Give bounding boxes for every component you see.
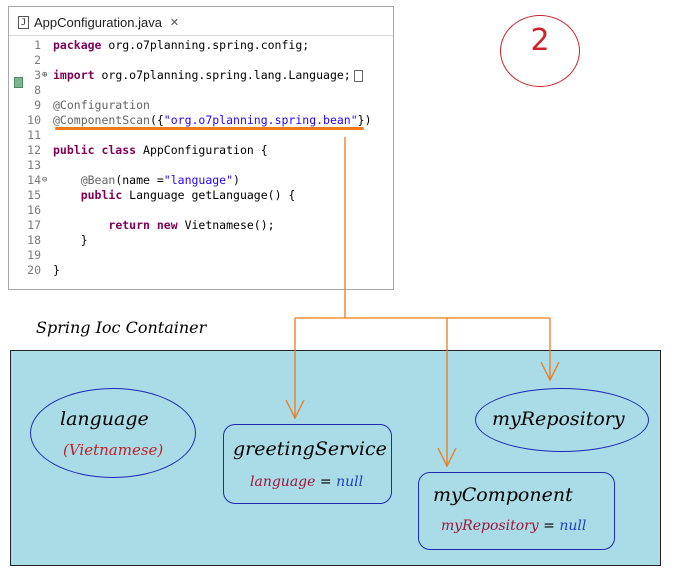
property-name: language: [250, 474, 316, 490]
editor-tab-bar: J AppConfiguration.java ✕: [9, 7, 393, 36]
close-icon[interactable]: ✕: [169, 16, 180, 29]
code-line[interactable]: 10 @ComponentScan({"org.o7planning.spring…: [9, 113, 393, 128]
line-code: return new Vietnamese();: [53, 218, 275, 233]
code-editor: J AppConfiguration.java ✕ 1 package org.o…: [8, 6, 394, 290]
code-token: }: [53, 233, 88, 247]
bean-greeting-service: [223, 424, 392, 504]
line-number: 20: [27, 263, 41, 277]
code-token: }: [53, 263, 60, 277]
line-number: 1: [34, 38, 41, 52]
code-token: @ComponentScan: [53, 113, 150, 127]
line-number: 16: [27, 203, 41, 217]
collapsed-imports-icon[interactable]: [353, 69, 363, 82]
step-number: 2: [530, 23, 550, 58]
line-number: 3: [34, 68, 41, 82]
line-number: 10: [27, 113, 41, 127]
bean-my-component-property: myRepository = null: [441, 518, 586, 534]
code-line[interactable]: 3⊕ import org.o7planning.spring.lang.Lang…: [9, 68, 393, 83]
code-token: AppConfiguration {: [136, 143, 268, 157]
code-token: Language getLanguage() {: [122, 188, 296, 202]
bean-my-repository-name: myRepository: [492, 408, 625, 430]
code-line[interactable]: 8: [9, 83, 393, 98]
code-line[interactable]: 17 return new Vietnamese();: [9, 218, 393, 233]
code-line[interactable]: 19: [9, 248, 393, 263]
code-line[interactable]: 11: [9, 128, 393, 143]
line-code: }: [53, 263, 60, 278]
line-code: public class AppConfiguration {: [53, 143, 268, 158]
code-line[interactable]: 2: [9, 53, 393, 68]
line-code: @ComponentScan({"org.o7planning.spring.b…: [53, 113, 372, 128]
property-equals: =: [315, 474, 337, 490]
bean-language: [30, 388, 196, 478]
code-token: public: [80, 188, 123, 202]
line-code: @Configuration: [53, 98, 150, 113]
expand-fold-icon[interactable]: ⊕: [42, 70, 48, 80]
line-number: 14: [27, 173, 41, 187]
tab-title: AppConfiguration.java: [34, 14, 162, 30]
line-number: 17: [27, 218, 41, 232]
code-line[interactable]: 20}: [9, 263, 393, 278]
code-token: (name =: [115, 173, 164, 187]
step-ellipse: [500, 15, 580, 87]
line-number: 12: [27, 143, 41, 157]
import-marker-icon: [14, 77, 23, 88]
line-number: 15: [27, 188, 41, 202]
tab-app-configuration[interactable]: J AppConfiguration.java ✕: [12, 9, 185, 35]
bean-my-component-name: myComponent: [433, 484, 573, 506]
line-number: 9: [34, 98, 41, 112]
code-line[interactable]: 9 @Configuration: [9, 98, 393, 113]
code-token: import: [53, 68, 95, 82]
code-line[interactable]: 1 package org.o7planning.spring.config;: [9, 38, 393, 53]
code-token: public class: [53, 143, 137, 157]
bean-greeting-service-property: language = null: [250, 474, 363, 490]
code-line[interactable]: 14⊖ @Bean(name ="language"): [9, 173, 393, 188]
bean-language-value: (Vietnamese): [63, 441, 164, 459]
property-value: null: [559, 518, 587, 534]
code-token: @Configuration: [53, 98, 150, 112]
property-equals: =: [538, 518, 560, 534]
code-token: org.o7planning.spring.lang.Language;: [94, 68, 351, 82]
code-line[interactable]: 16: [9, 203, 393, 218]
code-line[interactable]: 15 public Language getLanguage() {: [9, 188, 393, 203]
code-token: package: [53, 38, 102, 52]
code-line[interactable]: 12 public class AppConfiguration {: [9, 143, 393, 158]
bean-my-repository: [475, 388, 649, 452]
property-name: myRepository: [441, 518, 539, 534]
code-token: ({: [149, 113, 164, 127]
bean-my-component: [418, 472, 615, 550]
container-title: Spring Ioc Container: [36, 318, 207, 337]
bean-greeting-service-name: greetingService: [233, 438, 387, 460]
bean-language-name: language: [60, 408, 149, 430]
line-code: }: [53, 233, 88, 248]
code-token: ): [233, 173, 240, 187]
code-token: "language": [163, 173, 234, 187]
code-line[interactable]: 18 }: [9, 233, 393, 248]
code-token: }): [357, 113, 372, 127]
component-scan-highlight: [55, 127, 364, 130]
code-token: "org.o7planning.spring.bean": [163, 113, 358, 127]
line-number: 13: [27, 158, 41, 172]
line-number: 19: [27, 248, 41, 262]
arrow-my-repository-icon: [540, 361, 560, 382]
line-number: 11: [27, 128, 41, 142]
arrow-my-component-icon: [437, 447, 457, 468]
code-token: return new: [108, 218, 178, 232]
arrow-greeting-service-icon: [285, 399, 305, 420]
property-value: null: [336, 474, 364, 490]
code-token: org.o7planning.spring.config;: [101, 38, 310, 52]
line-code: @Bean(name ="language"): [53, 173, 240, 188]
line-code: import org.o7planning.spring.lang.Langua…: [53, 68, 363, 83]
line-code: public Language getLanguage() {: [53, 188, 296, 203]
collapse-fold-icon[interactable]: ⊖: [42, 175, 48, 185]
line-code: package org.o7planning.spring.config;: [53, 38, 309, 53]
line-number: 8: [34, 83, 41, 97]
code-token: Vietnamese();: [177, 218, 275, 232]
line-number: 2: [34, 53, 41, 67]
java-file-icon: J: [18, 15, 29, 29]
code-line[interactable]: 13: [9, 158, 393, 173]
code-token: @Bean: [80, 173, 116, 187]
line-number: 18: [27, 233, 41, 247]
